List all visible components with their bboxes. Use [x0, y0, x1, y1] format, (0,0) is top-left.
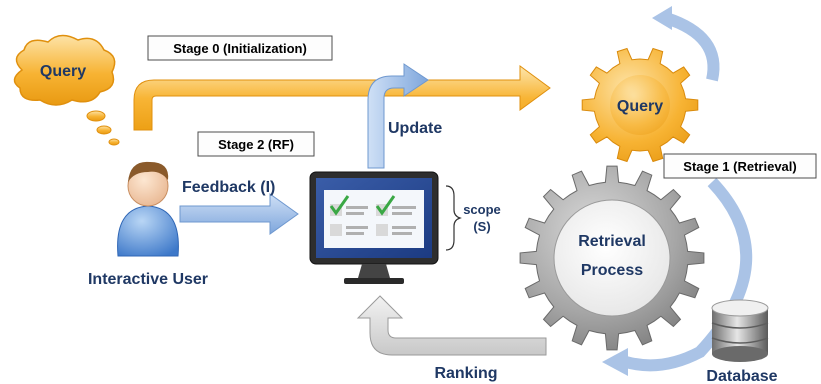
thought-cloud-icon: Query — [13, 34, 120, 146]
stage0-label: Stage 0 (Initialization) — [173, 41, 307, 56]
checkmark-icon — [375, 195, 416, 236]
update-label: Update — [388, 120, 442, 137]
user-icon — [117, 161, 179, 257]
ranking-label: Ranking — [434, 365, 497, 382]
stage2-label: Stage 2 (RF) — [218, 137, 294, 152]
update-arrow — [367, 63, 429, 169]
init-arrow — [133, 65, 551, 131]
scope-symbol-label: (S) — [473, 219, 490, 234]
user-label: Interactive User — [88, 271, 208, 288]
database-label: Database — [706, 368, 777, 384]
cloud-query-label: Query — [40, 63, 86, 80]
stage1-label: Stage 1 (Retrieval) — [683, 159, 796, 174]
retrieval-gear-line2: Process — [581, 262, 643, 279]
stage1-box: Stage 1 (Retrieval) — [663, 153, 817, 179]
scope-brace — [445, 185, 462, 251]
database-icon — [711, 299, 769, 362]
query-gear-label: Query — [617, 98, 663, 115]
monitor-icon — [309, 171, 439, 284]
retrieval-gear-line1: Retrieval — [578, 233, 646, 250]
stage0-box: Stage 0 (Initialization) — [147, 35, 333, 61]
feedback-arrow — [179, 193, 299, 235]
ranking-arrow — [356, 295, 547, 356]
feedback-label: Feedback (I) — [182, 179, 275, 196]
gear-icon — [519, 165, 705, 351]
scope-label: scope — [463, 202, 501, 217]
stage2-box: Stage 2 (RF) — [197, 131, 315, 157]
gear-icon — [581, 47, 699, 163]
query-rotation-arrow — [652, 6, 720, 82]
checkmark-icon — [329, 195, 368, 236]
